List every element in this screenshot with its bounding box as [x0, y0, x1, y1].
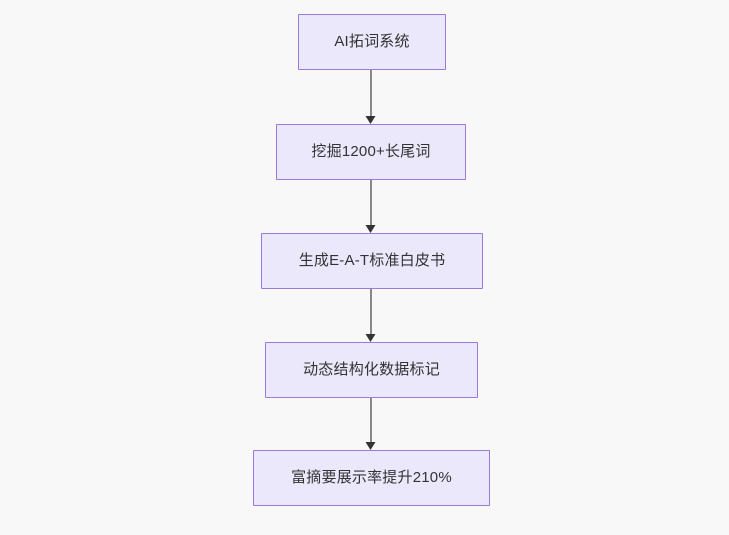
- arrow-head-icon: [365, 334, 376, 342]
- flow-edge-line: [370, 398, 372, 443]
- flow-node-ai-keyword-system[interactable]: AI拓词系统: [298, 14, 446, 70]
- arrow-head-icon: [365, 225, 376, 233]
- flow-edge-line: [370, 70, 372, 117]
- flow-node-label: 挖掘1200+长尾词: [311, 143, 431, 160]
- flow-node-rich-snippet-uplift[interactable]: 富摘要展示率提升210%: [253, 450, 490, 506]
- flow-node-label: 动态结构化数据标记: [303, 361, 440, 378]
- arrow-head-icon: [365, 442, 376, 450]
- flow-edge-line: [370, 289, 372, 335]
- flow-node-mine-longtail-keywords[interactable]: 挖掘1200+长尾词: [276, 124, 466, 180]
- flow-node-generate-eat-whitepaper[interactable]: 生成E-A-T标准白皮书: [261, 233, 483, 289]
- flow-node-label: 富摘要展示率提升210%: [291, 469, 452, 486]
- flow-node-label: AI拓词系统: [334, 33, 410, 50]
- flow-node-label: 生成E-A-T标准白皮书: [298, 252, 446, 269]
- arrow-head-icon: [365, 116, 376, 124]
- flow-node-dynamic-structured-data[interactable]: 动态结构化数据标记: [265, 342, 478, 398]
- flow-edge-line: [370, 180, 372, 226]
